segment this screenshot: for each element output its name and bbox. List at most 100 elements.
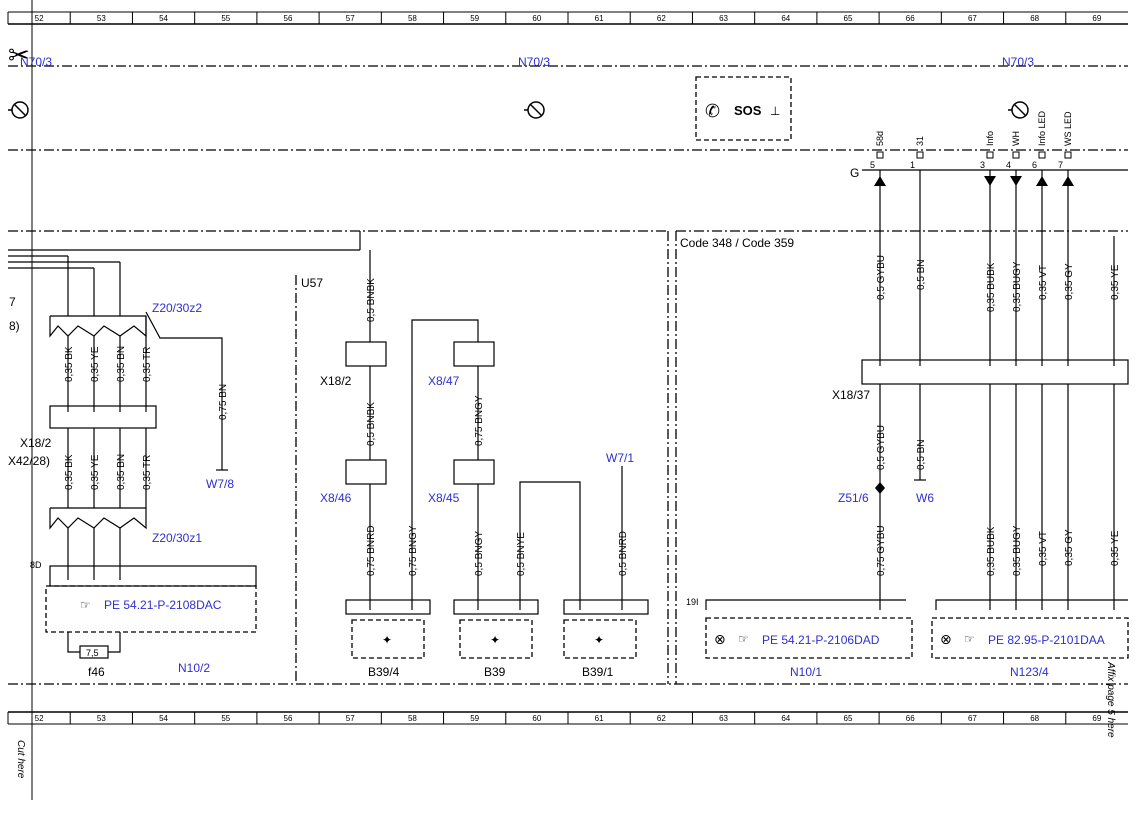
- phone-module-icon-3: [1008, 101, 1029, 119]
- grid-number: 66: [906, 714, 915, 723]
- wire-bn075: 0,75 BN: [218, 384, 229, 420]
- wire-vt-1: 0,35 VT: [1038, 265, 1049, 300]
- middle-wiring: [345, 250, 649, 615]
- grid-number: 53: [97, 714, 106, 723]
- grid-number: 59: [470, 714, 479, 723]
- x8-46: X8/46: [320, 491, 352, 505]
- scissors-icon: ✂: [8, 40, 30, 70]
- grid-number: 69: [1092, 714, 1101, 723]
- pin-name: WH: [1011, 131, 1021, 146]
- pin-number: 3: [980, 160, 985, 170]
- pin-name: WS LED: [1063, 111, 1073, 146]
- phone-module-icon-1: [8, 101, 29, 119]
- wire-gy-1: 0,35 GY: [1064, 263, 1075, 300]
- b39: B39: [484, 665, 506, 679]
- grid-number: 57: [346, 14, 355, 23]
- x18-2: X18/2: [320, 374, 352, 388]
- pin-name: Info: [985, 131, 995, 146]
- x42-28: X42/28): [8, 454, 50, 468]
- ecu-icon-1: ⊗: [714, 631, 726, 647]
- grid-number: 65: [844, 14, 853, 23]
- sos-label: SOS: [734, 103, 762, 118]
- b39-4: B39/4: [368, 665, 400, 679]
- wire-gy-2: 0,35 GY: [1064, 529, 1075, 566]
- affix-label: Affix page 5 here: [1105, 661, 1116, 738]
- top-grid-strip: [7, 11, 1128, 25]
- f46: f46: [88, 665, 105, 679]
- wire-gybu05-1: 0,5 GYBU: [876, 255, 887, 300]
- wire-bubk-1: 0,35 BUBK: [986, 262, 997, 312]
- sensor-icon-3: ✦: [594, 633, 604, 647]
- wire-bn05-1: 0,5 BN: [916, 259, 927, 290]
- code-label: Code 348 / Code 359: [680, 236, 794, 250]
- grid-number: 64: [781, 714, 790, 723]
- wire-bnbk-1: 0,5 BNBK: [366, 278, 377, 322]
- wire-ye035-2: 0,35 YE: [1110, 530, 1121, 566]
- sensor-icon-2: ✦: [490, 633, 500, 647]
- grid-number: 52: [35, 14, 44, 23]
- f46-value: 7,5: [86, 648, 99, 658]
- header-separators: [8, 65, 1128, 685]
- grid-number: 58: [408, 714, 417, 723]
- wire-bngy05: 0,5 BNGY: [474, 531, 485, 576]
- grid-number: 63: [719, 714, 728, 723]
- grid-number: 63: [719, 14, 728, 23]
- wire-gybu075: 0,75 GYBU: [876, 525, 887, 576]
- u57-label: U57: [301, 276, 323, 290]
- z20-30z2: Z20/30z2: [152, 301, 202, 315]
- wire-bn05-2: 0,5 BN: [916, 439, 927, 470]
- wire-bubk-2: 0,35 BUBK: [986, 526, 997, 576]
- grid-number: 68: [1030, 714, 1039, 723]
- n10-2-box: [45, 585, 257, 633]
- pin-number: 5: [870, 160, 875, 170]
- grid-number: 55: [221, 714, 230, 723]
- w7-8: W7/8: [206, 477, 234, 491]
- wire-ye-1: 0,35 YE: [90, 346, 101, 382]
- sos-box: [695, 76, 792, 141]
- x18-37: X18/37: [832, 388, 870, 402]
- grid-number: 60: [532, 714, 541, 723]
- grid-number: 59: [470, 14, 479, 23]
- grid-number: 52: [35, 714, 44, 723]
- w6: W6: [916, 491, 934, 505]
- pin-arrows: [874, 176, 1074, 494]
- wire-vt-2: 0,35 VT: [1038, 531, 1049, 566]
- ref-n70-3-b: N70/3: [518, 55, 550, 69]
- grid-number: 61: [595, 714, 604, 723]
- left-wiring: [8, 231, 361, 659]
- x8-47: X8/47: [428, 374, 460, 388]
- grid-number: 64: [781, 14, 790, 23]
- wire-bnrd075: 0,75 BNRD: [366, 525, 377, 576]
- pe-2106: PE 54.21-P-2106DAD: [762, 633, 880, 647]
- wire-bugy-1: 0,35 BUGY: [1012, 261, 1023, 312]
- button-icon: ⊥: [770, 104, 780, 118]
- wire-bk-1: 0,35 BK: [64, 346, 75, 382]
- pin-number: 6: [1032, 160, 1037, 170]
- wire-bngy075-1: 0,75 BNGY: [408, 525, 419, 576]
- grid-number: 62: [657, 14, 666, 23]
- pin-name: 31: [915, 136, 925, 146]
- grid-number: 69: [1092, 14, 1101, 23]
- grid-number: 55: [221, 14, 230, 23]
- grid-number: 53: [97, 14, 106, 23]
- wire-bn-2: 0,35 BN: [116, 454, 127, 490]
- pointer-icon-3: ☞: [964, 632, 975, 646]
- b39-1: B39/1: [582, 665, 614, 679]
- z20-30z1: Z20/30z1: [152, 531, 202, 545]
- ref-n70-3-c: N70/3: [1002, 55, 1034, 69]
- cut-here-label: Cut here: [15, 740, 26, 779]
- pin-number: 1: [910, 160, 915, 170]
- z51-6: Z51/6: [838, 491, 869, 505]
- grid-number: 54: [159, 14, 168, 23]
- phone-module-icon-2: [524, 101, 545, 119]
- grid-number: 57: [346, 714, 355, 723]
- pe-2108: PE 54.21-P-2108DAC: [104, 598, 222, 612]
- grid-number: 67: [968, 14, 977, 23]
- wire-tr-1: 0,35 TR: [142, 347, 153, 382]
- grid-number: 66: [906, 14, 915, 23]
- grid-number: 61: [595, 14, 604, 23]
- pin-number: 4: [1006, 160, 1011, 170]
- grid-number: 56: [284, 14, 293, 23]
